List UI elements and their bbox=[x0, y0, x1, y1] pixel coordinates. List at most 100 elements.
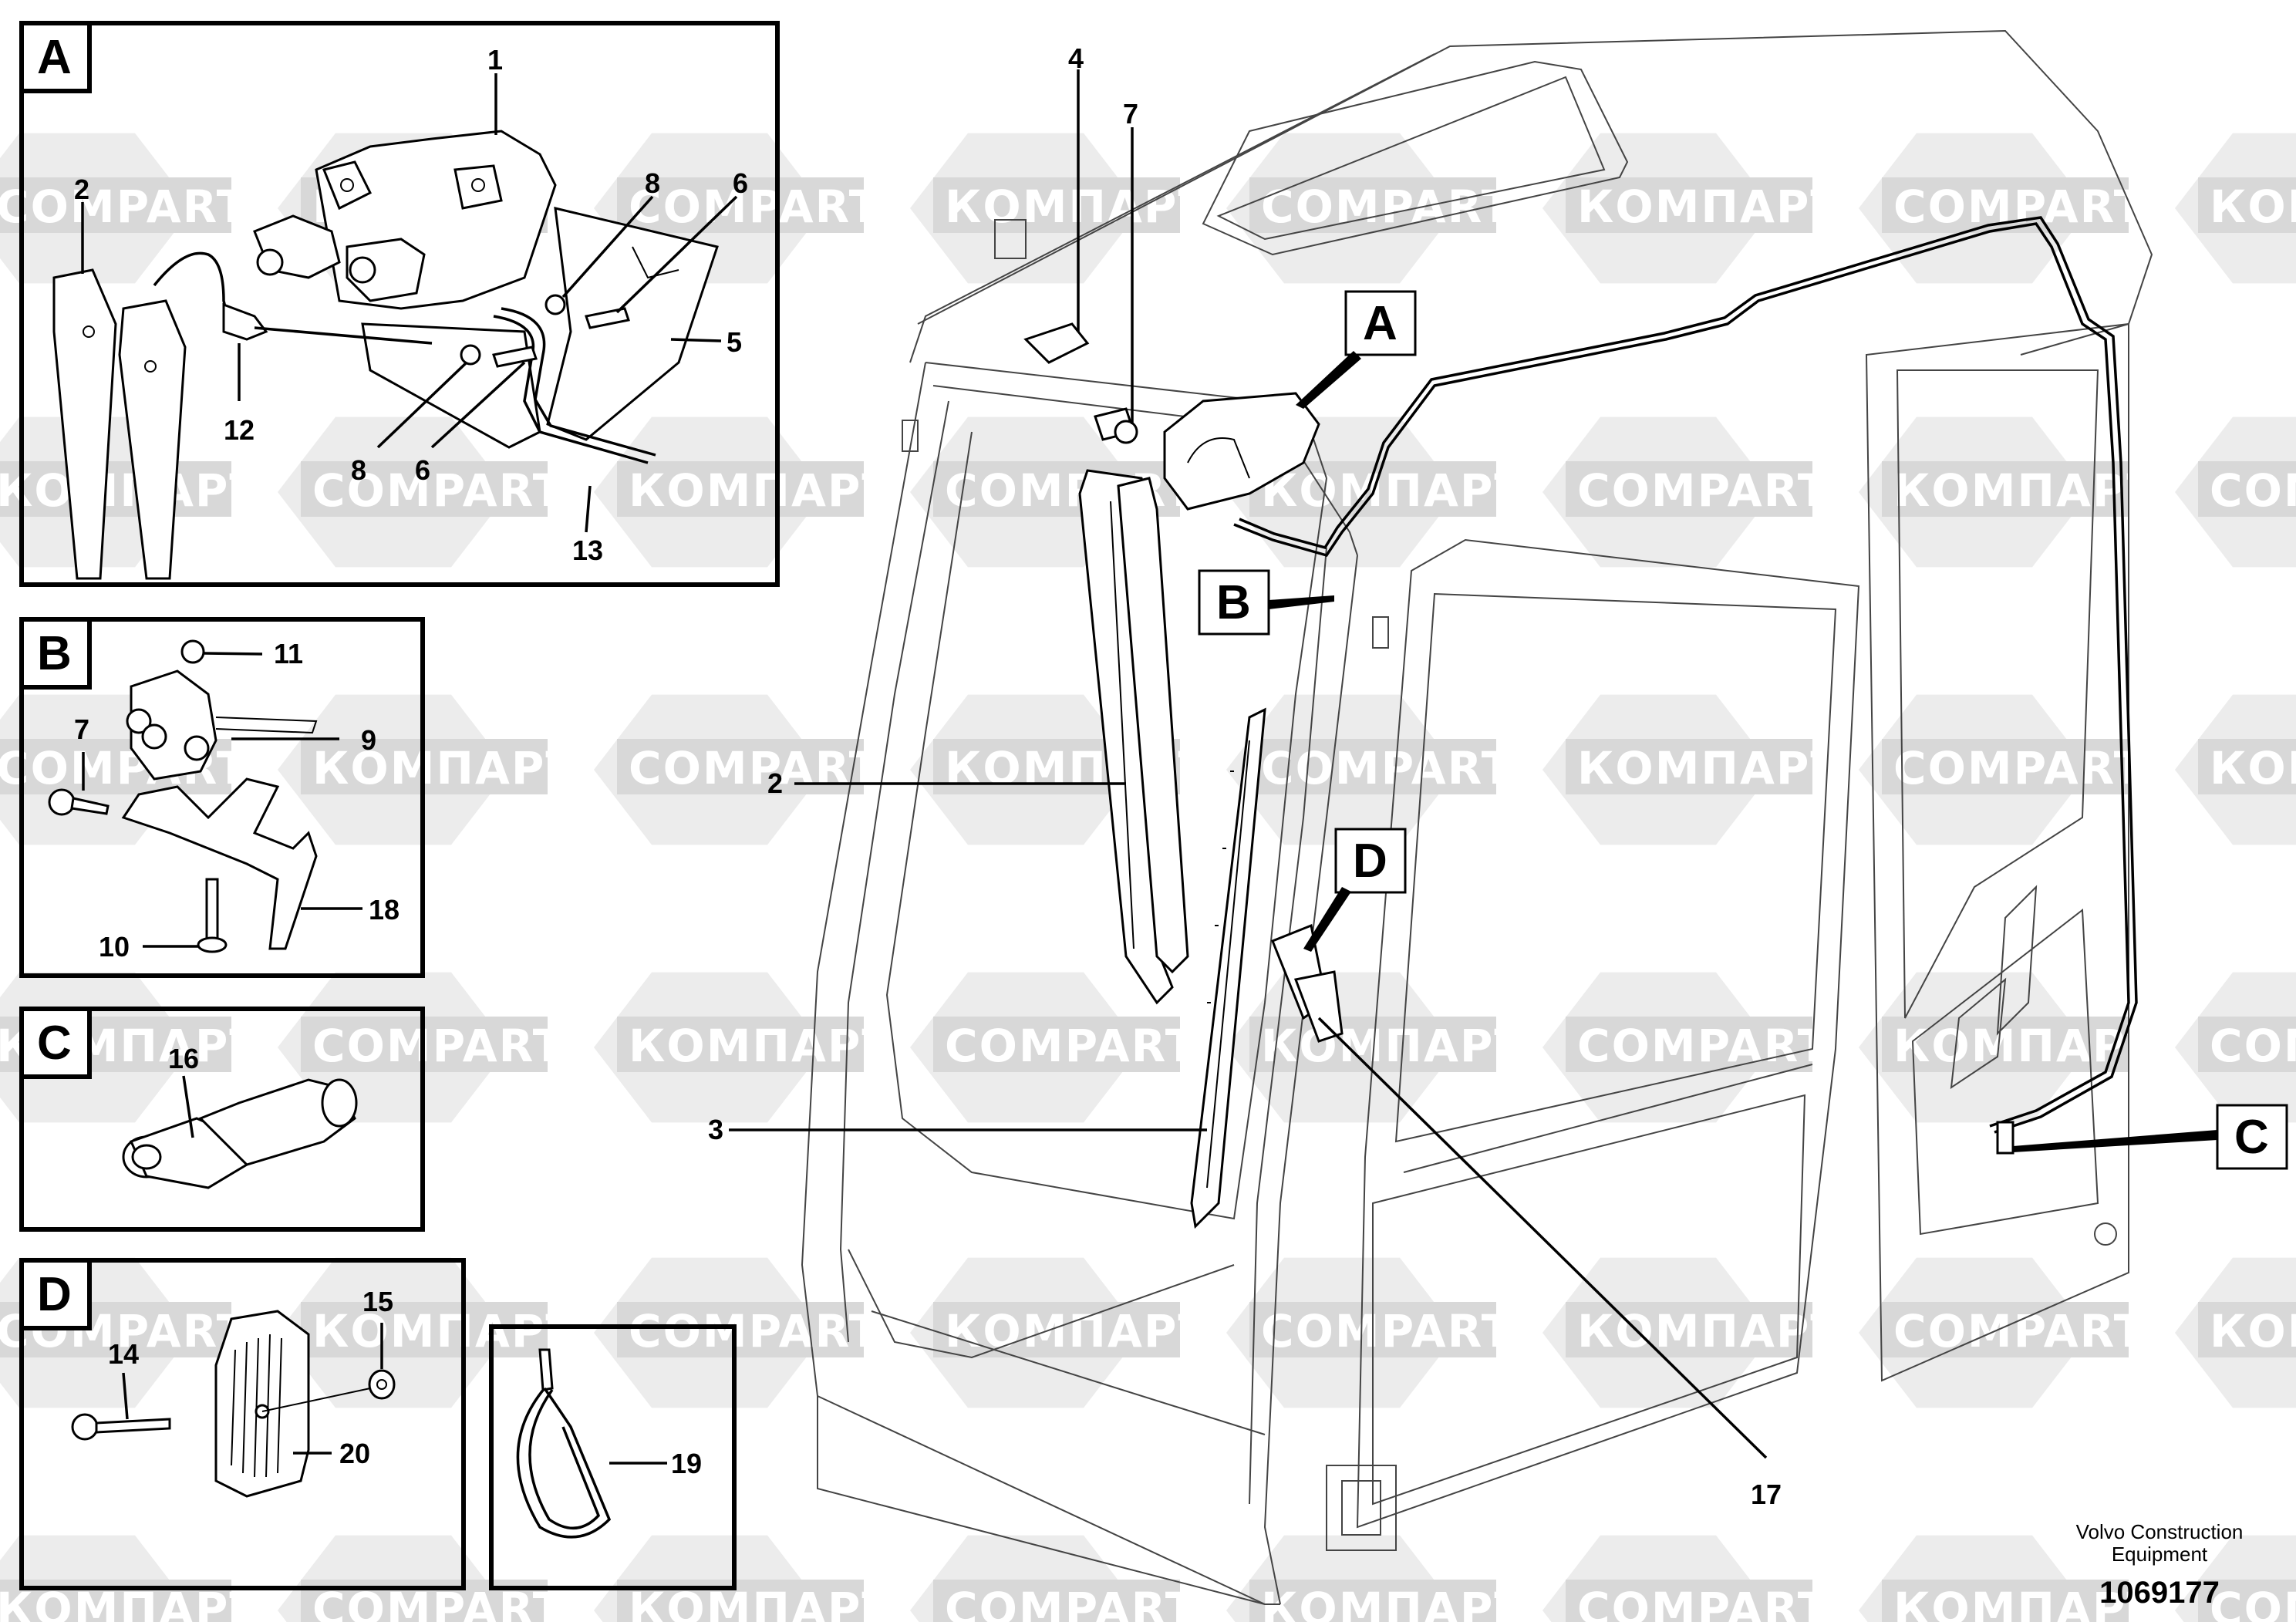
panel-b-callout-11: 11 bbox=[274, 638, 303, 669]
panel-a-callout-1: 1 bbox=[487, 44, 503, 76]
wiper-motor-housing bbox=[1163, 392, 1320, 511]
panel-b-callout-10: 10 bbox=[99, 931, 130, 963]
panel-b-letter: B bbox=[37, 627, 72, 680]
watermark-text: COMPART bbox=[2210, 464, 2296, 517]
watermark-band bbox=[2198, 1302, 2296, 1357]
watermark-band bbox=[301, 461, 548, 517]
watermark-text: COMPART bbox=[1577, 464, 1829, 517]
watermark-band bbox=[933, 1580, 1180, 1622]
watermark-text: COMPART bbox=[0, 180, 248, 233]
watermark-text: КОМПАРТ bbox=[1893, 1020, 2159, 1072]
panel-d: D 15 14 20 bbox=[19, 1258, 466, 1590]
watermark-text: КОМПАРТ bbox=[1261, 464, 1526, 517]
watermark-band bbox=[1249, 1580, 1496, 1622]
watermark-text: COMPART bbox=[1261, 742, 1513, 794]
panel-a-letter: A bbox=[37, 31, 72, 84]
watermark-text: COMPART bbox=[312, 1020, 565, 1072]
watermark-text: COMPART bbox=[945, 1020, 1197, 1072]
company-name-line1: Volvo Construction bbox=[2076, 1520, 2244, 1543]
callout-2: 2 bbox=[767, 767, 783, 799]
marker-d: D bbox=[1353, 835, 1387, 888]
panel-a-callout-8-bottom: 8 bbox=[351, 454, 366, 486]
watermark-text: КОМПАРТ bbox=[1577, 180, 1843, 233]
watermark-text: КОМПАРТ bbox=[1893, 1583, 2159, 1622]
watermark-text: COMPART bbox=[629, 180, 881, 233]
watermark-text: КОМПАРТ bbox=[945, 1305, 1210, 1357]
panel-b-callout-7: 7 bbox=[74, 713, 89, 745]
watermark-text: COMPART bbox=[945, 464, 1197, 517]
company-name-line2: Equipment bbox=[2112, 1543, 2208, 1566]
watermark-text: COMPART bbox=[629, 1305, 881, 1357]
watermark-band bbox=[2198, 461, 2296, 517]
watermark-text: КОМПАРТ bbox=[1261, 1020, 1526, 1072]
watermark-text: COMPART bbox=[1893, 742, 2146, 794]
marker-c: C bbox=[2234, 1111, 2269, 1164]
watermark-text: COMPART bbox=[1893, 180, 2146, 233]
panel-b: B 11 7 9 18 10 bbox=[19, 617, 425, 978]
watermark-band bbox=[1882, 1302, 2129, 1357]
panel-c-letter: C bbox=[37, 1017, 72, 1070]
watermark-band bbox=[933, 1017, 1180, 1072]
watermark-band bbox=[1566, 461, 1812, 517]
watermark-band bbox=[933, 177, 1180, 233]
watermark-text: КОМПАРТ bbox=[2210, 1305, 2296, 1357]
panel-a: A bbox=[19, 21, 780, 587]
panel-a-callout-12: 12 bbox=[224, 414, 255, 446]
watermark-layer: COMPART КОМПАРТ COMPART КОМПАРТ COMPART КОМПА… bbox=[0, 133, 2296, 1622]
watermark-band bbox=[1566, 1017, 1812, 1072]
drawing-number: 1069177 bbox=[2099, 1576, 2220, 1610]
panel-a-callout-8-top: 8 bbox=[645, 167, 660, 199]
watermark-band bbox=[1882, 739, 2129, 794]
watermark-band bbox=[1566, 739, 1812, 794]
marker-a: A bbox=[1363, 297, 1397, 350]
watermark-text: COMPART bbox=[2210, 1020, 2296, 1072]
watermark-band bbox=[2198, 1580, 2296, 1622]
watermark-text: COMPART bbox=[1893, 1305, 2146, 1357]
panel-d-callout-20: 20 bbox=[339, 1438, 370, 1469]
panel-b-callout-18: 18 bbox=[369, 894, 400, 926]
panel-a-callout-5: 5 bbox=[727, 326, 742, 358]
watermark-text: КОМПАРТ bbox=[312, 1305, 578, 1357]
watermark-band bbox=[0, 177, 231, 233]
panel-callout-19: 19 bbox=[671, 1448, 702, 1479]
panel-cable-tie: 19 bbox=[489, 1324, 737, 1590]
callout-3: 3 bbox=[708, 1114, 723, 1145]
callout-7: 7 bbox=[1123, 98, 1138, 130]
watermark-band bbox=[1566, 1580, 1812, 1622]
watermark-text: COMPART bbox=[629, 742, 881, 794]
watermark-text: COMPART bbox=[1261, 1305, 1513, 1357]
footer: Volvo Construction Equipment 1069177 bbox=[2076, 1520, 2244, 1610]
watermark-text: COMPART bbox=[1577, 1020, 1829, 1072]
panel-c: C 16 bbox=[19, 1007, 425, 1232]
panel-d-callout-15: 15 bbox=[362, 1286, 393, 1317]
watermark-text: COMPART bbox=[1261, 180, 1513, 233]
panel-b-callout-9: 9 bbox=[361, 724, 376, 756]
watermark-band bbox=[1566, 1302, 1812, 1357]
callout-17: 17 bbox=[1751, 1479, 1782, 1510]
washer-hose bbox=[1233, 216, 2138, 1155]
watermark-text: КОМПАРТ bbox=[1261, 1583, 1526, 1622]
watermark-band bbox=[617, 461, 864, 517]
watermark-band bbox=[301, 1302, 548, 1357]
watermark-band bbox=[2198, 177, 2296, 233]
watermark-text: КОМПАРТ bbox=[629, 464, 894, 517]
panel-a-callout-6-bottom: 6 bbox=[415, 454, 430, 486]
marker-b: B bbox=[1216, 576, 1251, 629]
watermark-text: КОМПАРТ bbox=[629, 1020, 894, 1072]
watermark-band bbox=[933, 1302, 1180, 1357]
bracket-part-4 bbox=[1023, 322, 1138, 444]
watermark-band bbox=[0, 461, 231, 517]
watermark-band bbox=[617, 177, 864, 233]
watermark-text: COMPART bbox=[1577, 1583, 1829, 1622]
watermark-text: КОМПАРТ bbox=[312, 742, 578, 794]
watermark-text: КОМПАРТ bbox=[2210, 180, 2296, 233]
watermark-text: COMPART bbox=[945, 1583, 1197, 1622]
watermark-band bbox=[617, 1017, 864, 1072]
watermark-text: КОМПАРТ bbox=[945, 180, 1210, 233]
watermark-text: COMPART bbox=[2210, 1583, 2296, 1622]
wiper-arm bbox=[1078, 469, 1189, 1005]
watermark-band bbox=[617, 1302, 864, 1357]
wiper-blade bbox=[1190, 707, 1266, 1229]
main-callouts: 4 7 2 3 17 A B D C bbox=[708, 42, 2288, 1510]
